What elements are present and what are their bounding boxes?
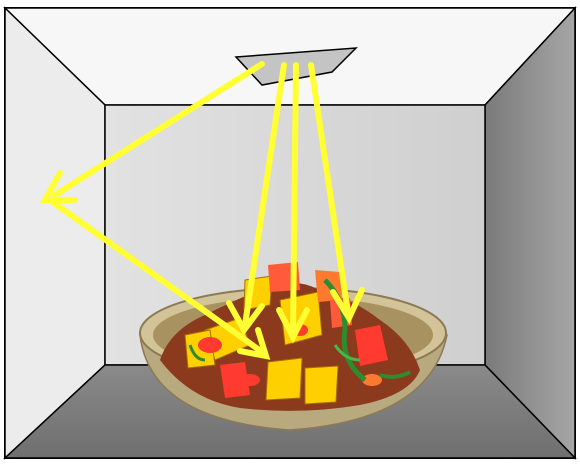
wave-arrow-icon <box>226 300 265 336</box>
wave-arrow-icon <box>308 62 351 316</box>
wave-arrow-icon <box>242 62 287 328</box>
wave-arrow-icon <box>290 62 299 335</box>
wave-arrow-icon <box>237 327 271 360</box>
wave-arrow-icon <box>52 61 265 198</box>
wave-arrow-icon <box>276 307 310 344</box>
wave-arrows <box>39 61 365 360</box>
wave-arrow-icon <box>330 287 365 325</box>
wave-arrow-icon <box>47 197 265 355</box>
wave-arrow-icon <box>39 170 78 203</box>
